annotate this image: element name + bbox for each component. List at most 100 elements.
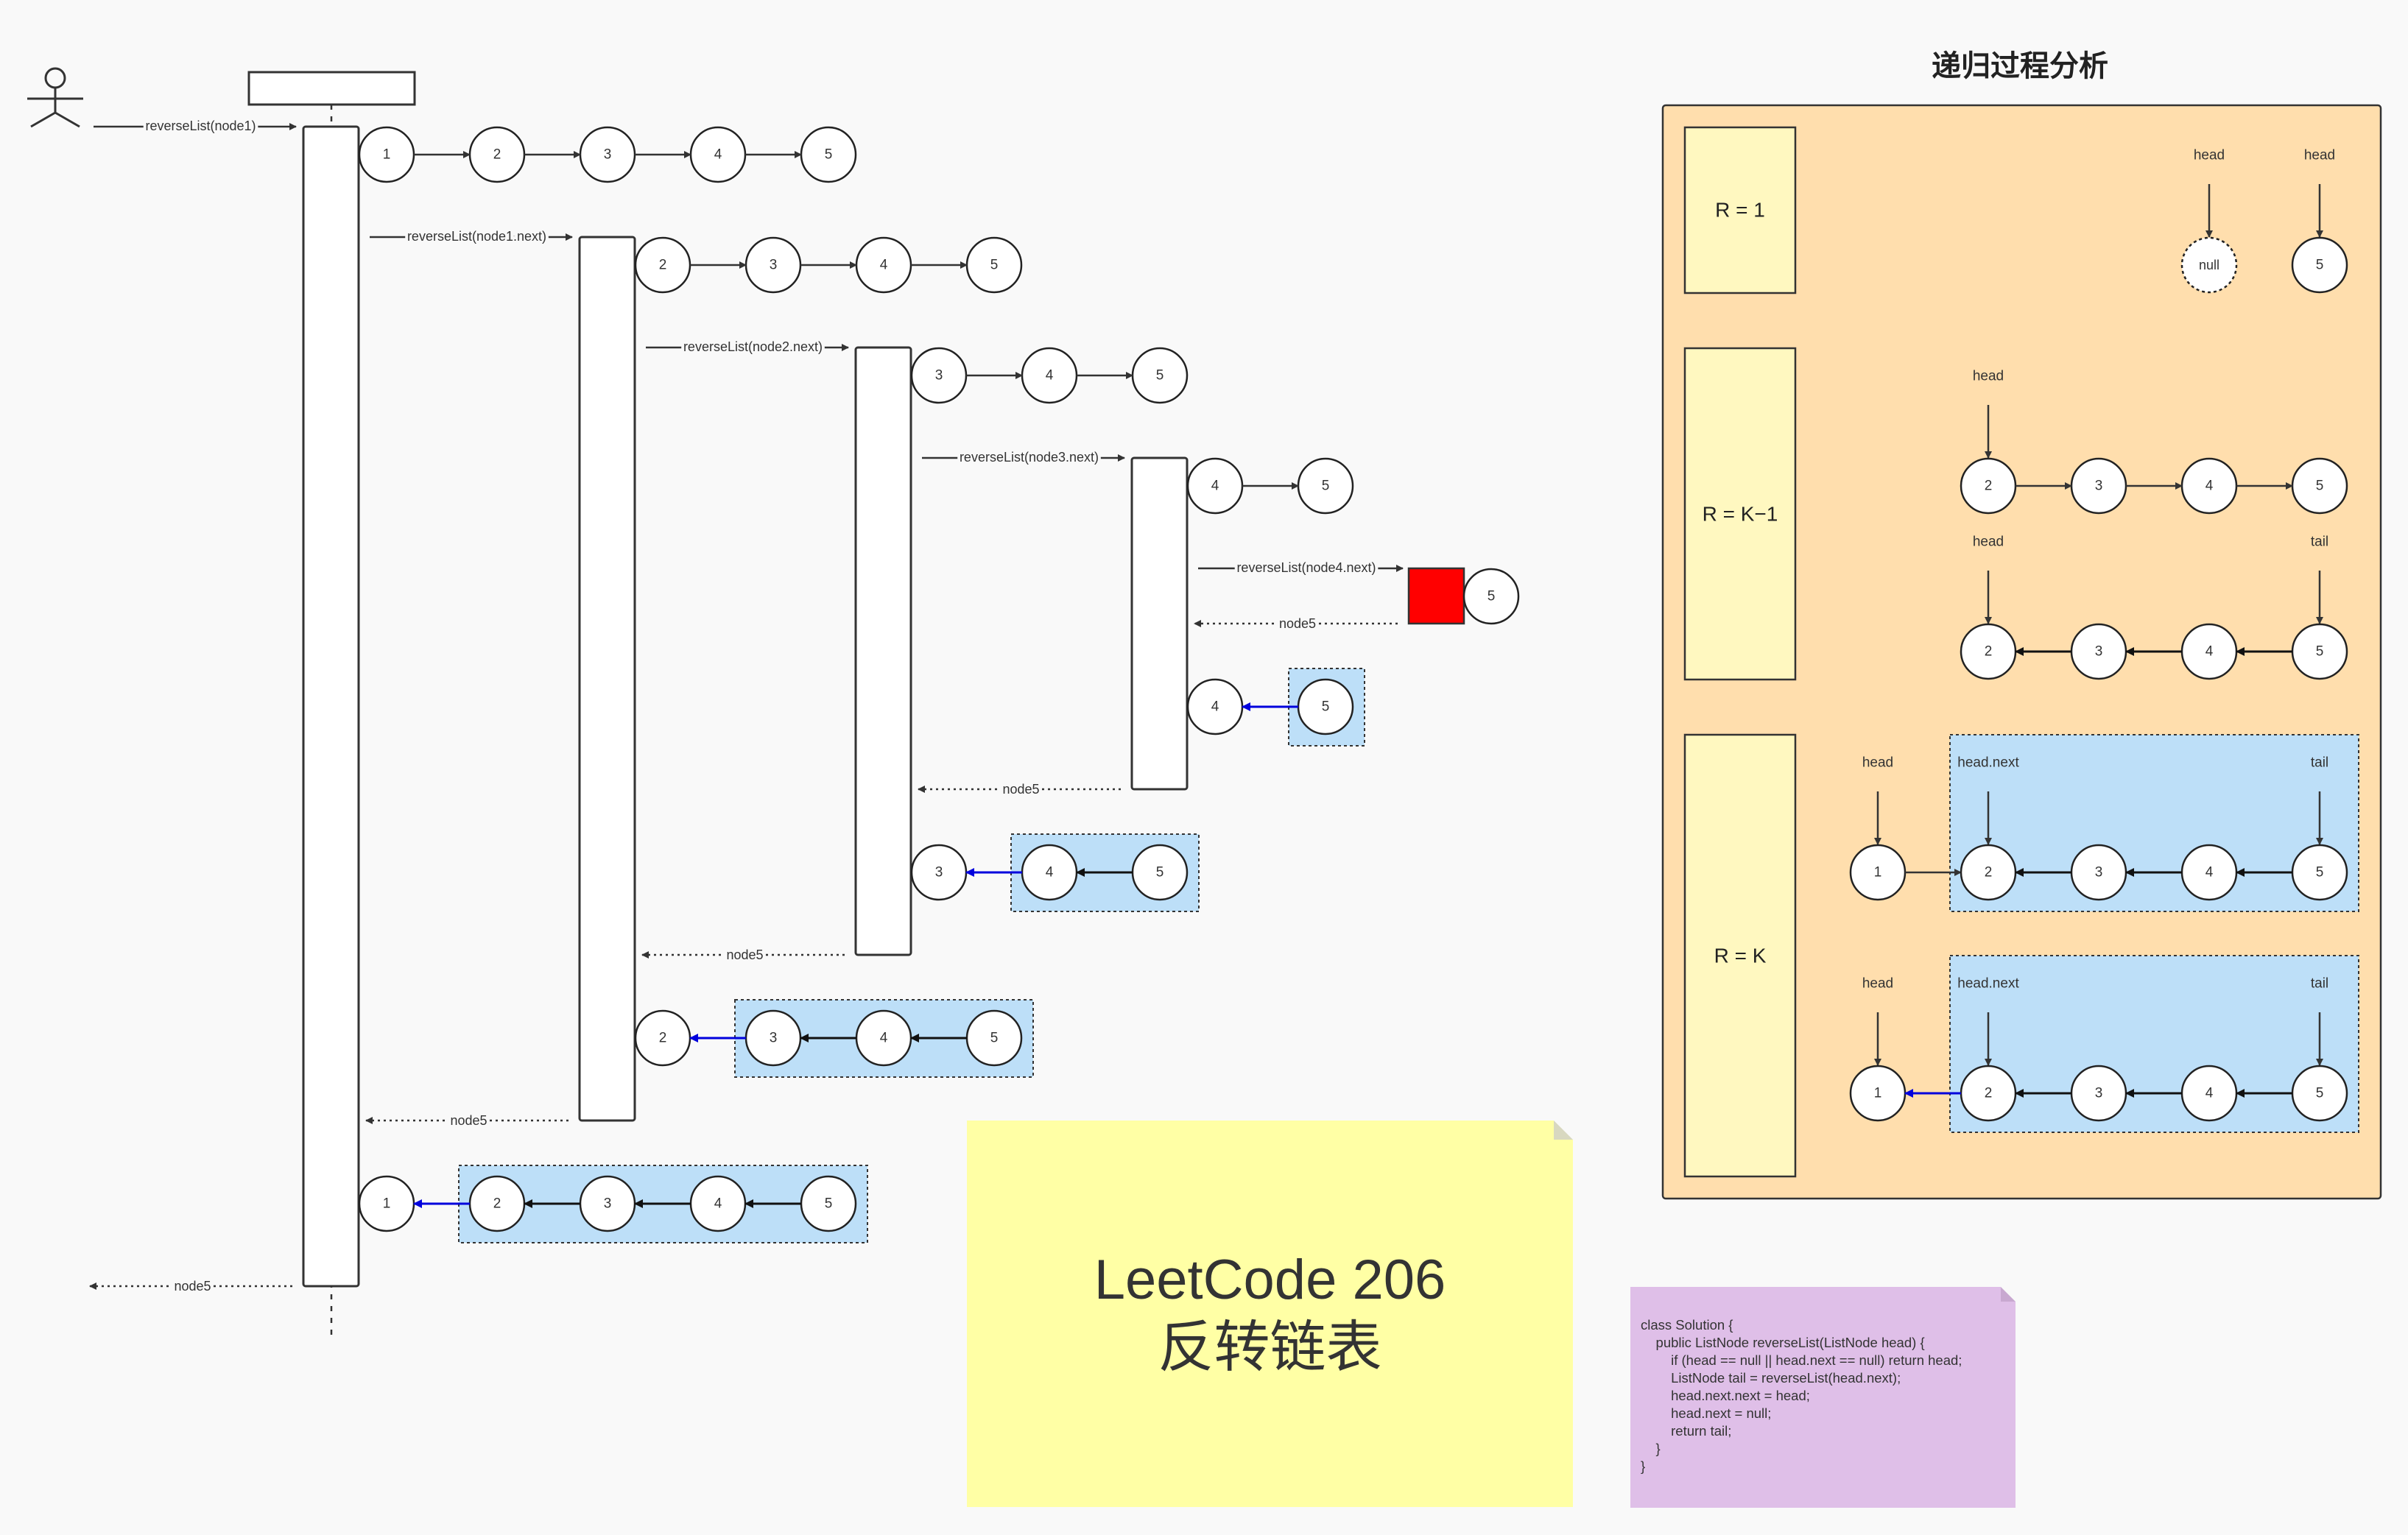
list-node-label: 5 [2316,479,2324,494]
list-node [1462,568,1520,625]
list-node-label: 5 [2316,1086,2324,1101]
list-node-label: 4 [714,1196,722,1212]
return-label: node5 [174,1279,211,1294]
actor-head [44,67,66,89]
highlight-box [1949,955,2359,1133]
list-node-label: 5 [825,1196,833,1212]
title-sticky-note: LeetCode 206 反转链表 [967,1121,1573,1507]
list-node-label: 1 [1874,1086,1882,1101]
pointer-label: head [1973,369,2004,384]
pointer-label: head.next [1957,755,2019,771]
list-node-label: 5 [990,258,999,273]
list-node-label: 5 [1156,368,1164,384]
list-node-label: 4 [2205,479,2214,494]
return-label: node5 [450,1113,487,1128]
activation-bar [578,236,636,1122]
list-node-label: 5 [2316,258,2324,273]
list-node-label: 5 [1322,479,1330,494]
call-label: reverseList(node3.next) [960,450,1099,465]
code-line: class Solution { [1641,1317,1733,1333]
pointer-label: head [1973,534,2004,550]
code-line: public ListNode reverseList(ListNode hea… [1641,1335,1925,1350]
actor-leg [54,111,80,128]
list-node-label: 3 [2095,1086,2103,1101]
list-node-label: 2 [493,1196,501,1212]
list-node-label: 4 [2205,1086,2214,1101]
pointer-label: head.next [1957,976,2019,992]
list-node-label: 3 [2095,865,2103,881]
list-node-label: 4 [2205,644,2214,660]
list-node-label: 2 [1985,479,1993,494]
list-node-label: 4 [1211,479,1219,494]
list-node-label: 3 [2095,479,2103,494]
code-line: return tail; [1641,1423,1732,1439]
row-label: R = K [1714,945,1767,967]
list-node-label: 2 [659,1031,667,1046]
call-label: reverseList(node1) [145,119,256,133]
row-label: R = K−1 [1703,503,1778,526]
call-label: reverseList(node4.next) [1236,560,1376,575]
return-label: node5 [1002,782,1039,797]
list-node-label: null [2199,258,2219,272]
object-header [247,71,416,106]
sticky-line-2: 反转链表 [1158,1316,1382,1379]
code-line: head.next = null; [1641,1405,1772,1421]
sticky-line-1: LeetCode 206 [1094,1248,1446,1311]
code-line: if (head == null || head.next == null) r… [1641,1352,1962,1368]
return-label: node5 [726,948,763,962]
pointer-label: tail [2311,976,2328,992]
list-node-label: 4 [2205,865,2214,881]
list-node-label: 3 [2095,644,2103,660]
code-line: ListNode tail = reverseList(head.next); [1641,1370,1901,1386]
list-node-label: 3 [604,147,612,163]
row-label-box [1683,733,1797,1178]
list-node-label: 5 [990,1031,999,1046]
list-node-label: 5 [2316,644,2324,660]
pointer-label: head [1862,755,1893,771]
list-node-label: 5 [2316,865,2324,881]
list-node-label: 5 [1156,865,1164,881]
row-label-box [1683,126,1797,294]
list-node-label: 1 [383,1196,391,1212]
call-label: reverseList(node1.next) [407,229,546,244]
list-node-label: 3 [935,368,943,384]
list-node-label: 5 [1488,589,1496,604]
list-node-label: 4 [1046,368,1054,384]
pointer-label: head [2194,148,2225,163]
code-note: class Solution { public ListNode reverse… [1630,1287,2016,1508]
pointer-label: tail [2311,755,2328,771]
pointer-label: head [2304,148,2335,163]
list-node-label: 4 [714,147,722,163]
list-node-label: 3 [604,1196,612,1212]
call-label: reverseList(node2.next) [683,339,823,354]
list-node-label: 5 [1322,699,1330,715]
list-node-label: 4 [880,258,888,273]
return-label: node5 [1279,616,1316,631]
highlight-box [1949,734,2359,912]
actor-leg [30,111,56,128]
list-node-label: 2 [493,147,501,163]
code-line: } [1641,1441,1661,1456]
activation-bar [854,346,912,956]
analysis-title: 递归过程分析 [1932,50,2108,82]
code-line: head.next.next = head; [1641,1388,1810,1403]
code-line: } [1641,1458,1646,1474]
list-node-label: 3 [770,1031,778,1046]
list-node-label: 3 [770,258,778,273]
pointer-label: head [1862,976,1893,992]
list-node-label: 2 [659,258,667,273]
list-node-label: 2 [1985,644,1993,660]
base-case-node [1407,567,1465,625]
list-node-label: 1 [1874,865,1882,881]
list-node-label: 2 [1985,1086,1993,1101]
list-node [2291,236,2348,294]
list-node [2180,236,2238,294]
list-node-label: 4 [1211,699,1219,715]
row-label-box [1683,347,1797,681]
list-node-label: 4 [880,1031,888,1046]
list-node-label: 1 [383,147,391,163]
activation-bar [1130,456,1189,791]
list-node-label: 4 [1046,865,1054,881]
list-node-label: 5 [825,147,833,163]
